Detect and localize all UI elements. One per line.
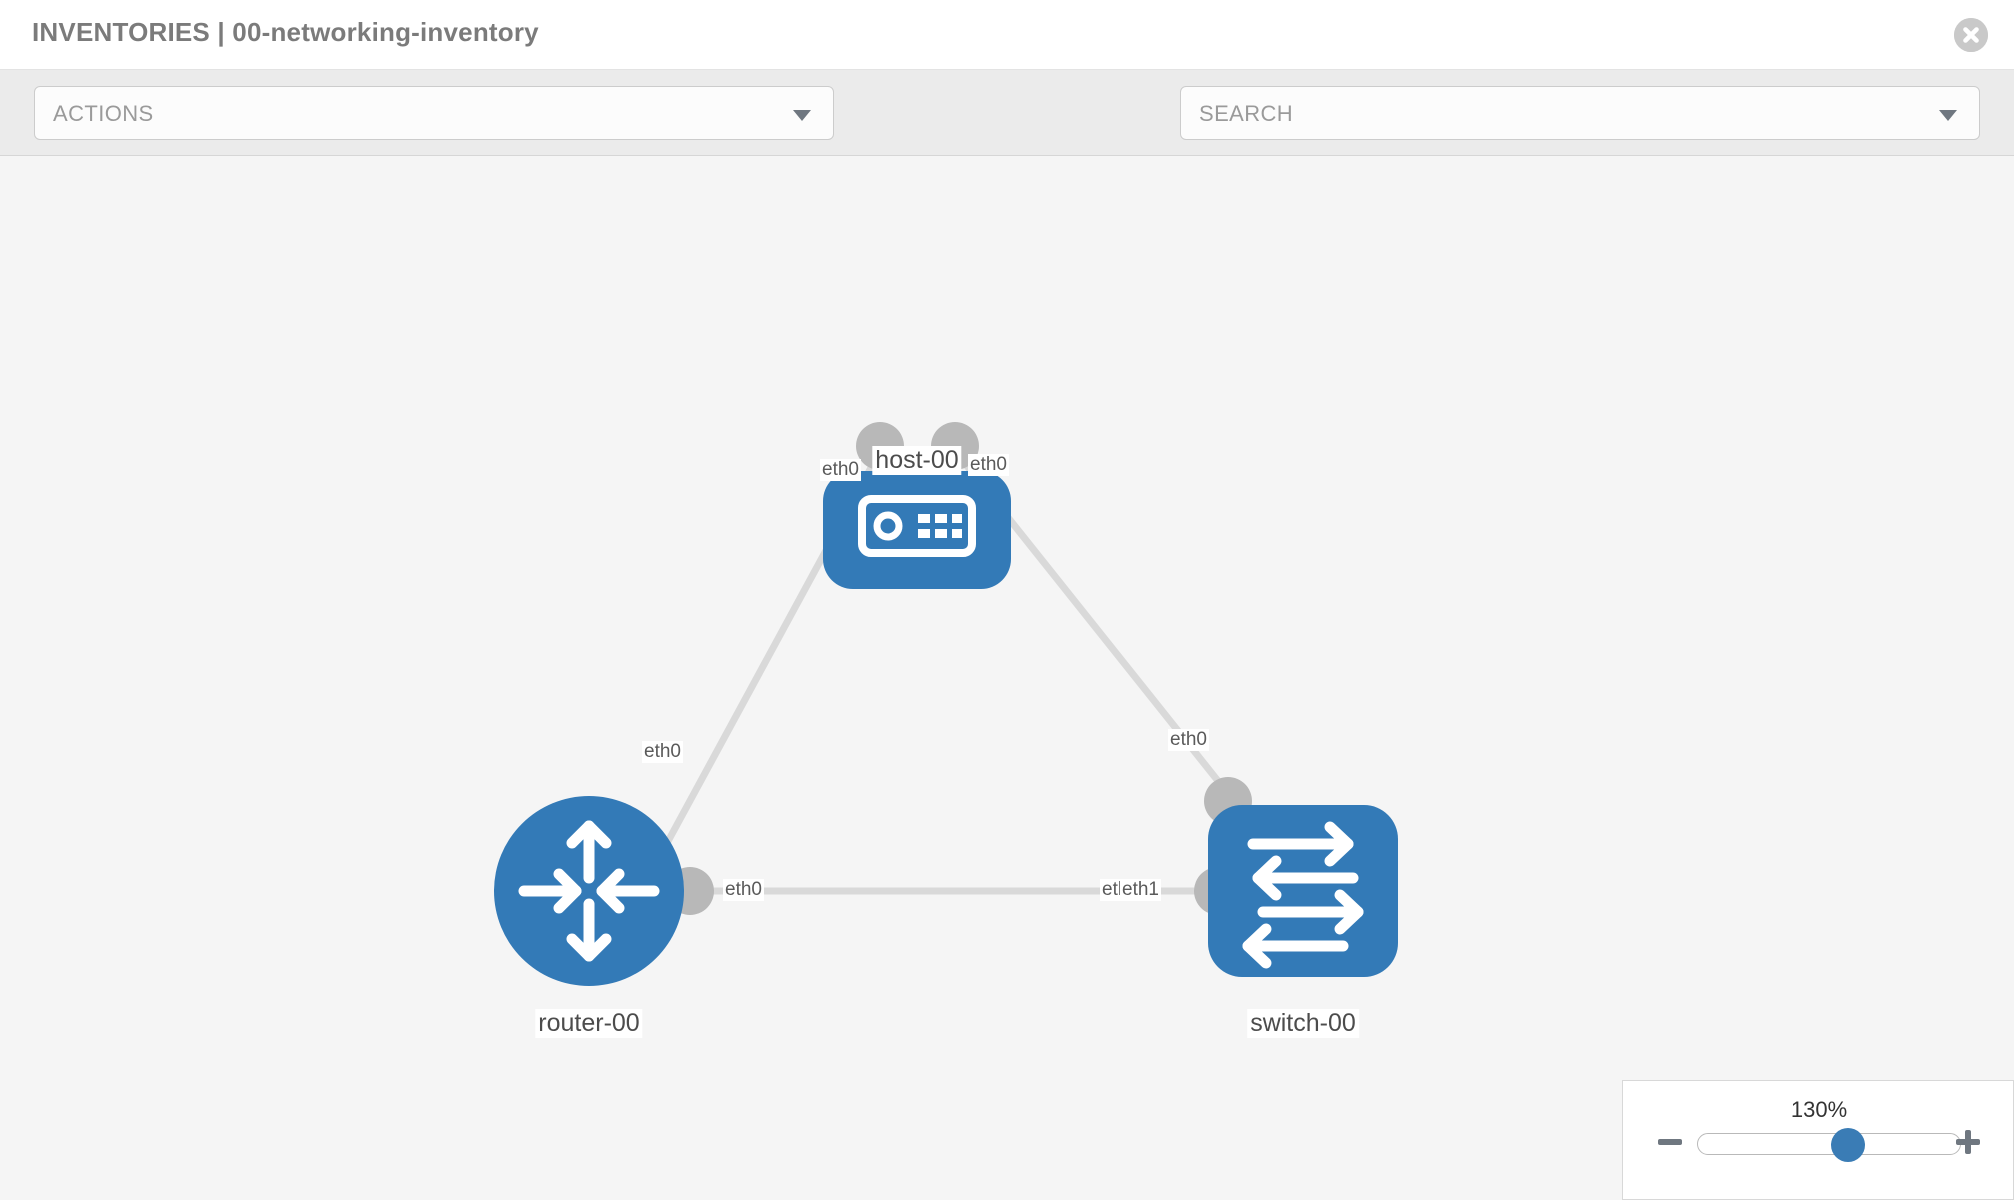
switch-arrows-icon	[1242, 821, 1364, 969]
node-label-host-00: host-00	[872, 446, 962, 475]
close-icon-glyph	[1954, 18, 1988, 52]
minus-icon[interactable]	[1653, 1125, 1687, 1159]
plus-icon[interactable]	[1951, 1125, 1985, 1159]
zoom-slider-thumb[interactable]	[1831, 1128, 1866, 1162]
iface-label-host-left: eth0	[820, 459, 861, 481]
iface-label-host-switch-mid: eth0	[1168, 729, 1209, 751]
page-header: INVENTORIES | 00-networking-inventory	[0, 0, 2014, 70]
iface-label-host-router-mid: eth0	[642, 741, 683, 763]
topology-canvas[interactable]: host-00 router-00 switch-00 eth0 eth0 et…	[0, 156, 2014, 1200]
close-icon[interactable]	[1954, 18, 1988, 52]
node-label-router-00: router-00	[535, 1009, 643, 1038]
node-router-00	[494, 796, 684, 986]
zoom-percent-label: 130%	[1790, 1097, 1848, 1122]
topology-graph	[494, 422, 1398, 986]
node-label-switch-00: switch-00	[1247, 1009, 1359, 1038]
iface-label-switch-left-b: eth1	[1120, 879, 1161, 901]
actions-dropdown-label: ACTIONS	[53, 101, 154, 126]
server-device-icon	[858, 495, 976, 557]
iface-label-host-right: eth0	[968, 454, 1009, 476]
router-arrows-icon	[518, 820, 660, 962]
minus-icon-glyph	[1658, 1139, 1682, 1145]
node-host-00	[823, 471, 1011, 589]
zoom-slider[interactable]	[1697, 1128, 1961, 1162]
actions-dropdown[interactable]: ACTIONS	[34, 86, 834, 140]
plus-icon-glyph	[1956, 1130, 1980, 1154]
search-input[interactable]: SEARCH	[1180, 86, 1980, 140]
toolbar: ACTIONS SEARCH	[0, 70, 2014, 197]
zoom-control-panel: 130%	[1622, 1080, 2014, 1200]
chevron-down-icon[interactable]	[1939, 110, 1957, 121]
chevron-down-icon	[793, 110, 811, 121]
page-title: INVENTORIES | 00-networking-inventory	[32, 17, 539, 47]
search-placeholder: SEARCH	[1199, 101, 1294, 126]
iface-label-router-right: eth0	[723, 879, 764, 901]
node-switch-00	[1208, 805, 1398, 977]
